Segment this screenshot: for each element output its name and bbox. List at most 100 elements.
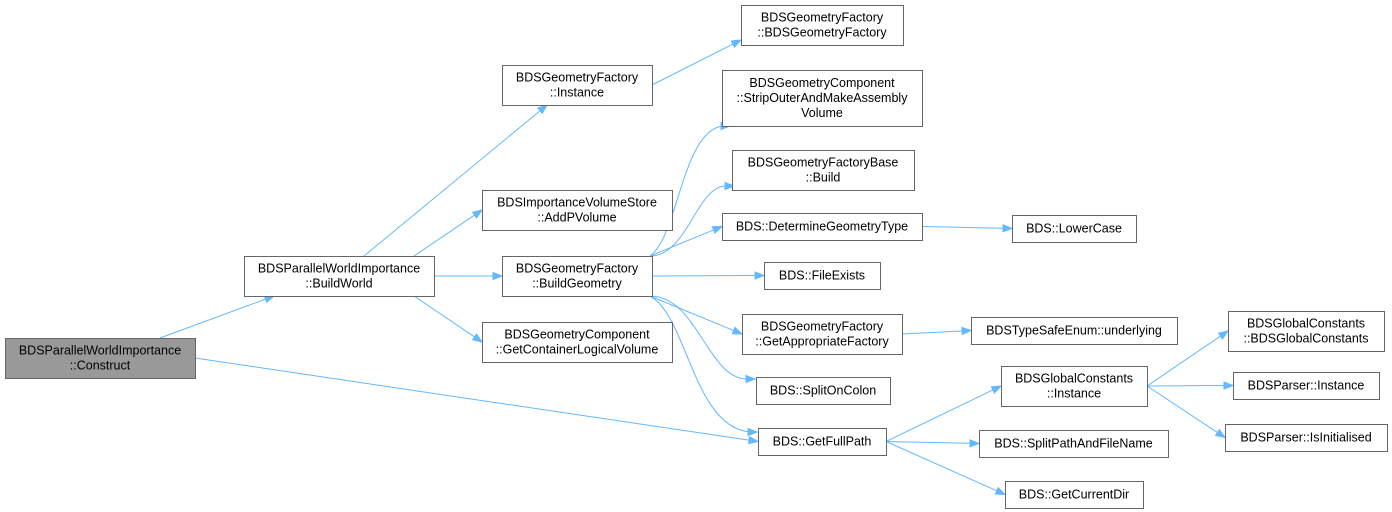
edge-arrowhead xyxy=(990,385,1003,394)
node-lowercase[interactable]: BDS::LowerCase xyxy=(1012,215,1137,243)
node-gc_instance[interactable]: BDSGlobalConstants::Instance xyxy=(1001,366,1148,407)
node-stripouter[interactable]: BDSGeometryComponent::StripOuterAndMakeA… xyxy=(722,70,923,127)
node-splitcolon[interactable]: BDS::SplitOnColon xyxy=(756,377,891,405)
edge-buildgeometry-to-determine xyxy=(649,229,714,257)
node-box xyxy=(244,256,435,297)
node-gfb_build[interactable]: BDSGeometryFactoryBase::Build xyxy=(732,150,915,191)
node-label: BDSGeometryFactory xyxy=(761,320,884,334)
node-label: ::BuildGeometry xyxy=(532,277,622,291)
edge-arrowhead xyxy=(1217,330,1230,340)
edge-arrowhead xyxy=(969,439,981,448)
node-determine[interactable]: BDS::DetermineGeometryType xyxy=(722,213,923,241)
node-label: ::Instance xyxy=(550,86,604,100)
node-label: BDS::SplitOnColon xyxy=(770,384,876,398)
nodes-layer: BDSParallelWorldImportance::ConstructBDS… xyxy=(5,5,1388,509)
node-label: BDSGeometryComponent xyxy=(504,328,650,342)
edge-buildworld-to-gf_instance xyxy=(363,110,541,257)
node-label: BDSImportanceVolumeStore xyxy=(497,196,657,210)
node-label: BDS::FileExists xyxy=(779,269,865,283)
node-label: ::BDSGeometryFactory xyxy=(757,26,887,40)
edge-arrowhead xyxy=(492,271,504,281)
node-label: BDSParser::Instance xyxy=(1248,379,1365,393)
edge-arrowhead xyxy=(745,374,757,384)
edge-arrowhead xyxy=(1223,381,1235,390)
edge-construct-to-getfullpath xyxy=(194,357,750,441)
edge-arrowhead xyxy=(724,181,736,191)
node-label: ::Instance xyxy=(1047,387,1101,401)
edge-determine-to-lowercase xyxy=(921,226,1004,229)
edge-arrowhead xyxy=(1002,224,1014,233)
node-construct[interactable]: BDSParallelWorldImportance::Construct xyxy=(5,338,196,379)
node-box xyxy=(758,428,887,456)
node-box xyxy=(1001,366,1148,407)
node-label: ::Build xyxy=(806,171,841,185)
node-label: ::StripOuterAndMakeAssembly xyxy=(737,91,909,105)
node-label: BDSGlobalConstants xyxy=(1247,317,1365,331)
node-label: BDSGlobalConstants xyxy=(1015,372,1133,386)
node-label: ::GetAppropriateFactory xyxy=(755,335,889,349)
node-box xyxy=(482,322,673,363)
edge-buildgeometry-to-gfb_build xyxy=(649,185,727,257)
node-box xyxy=(742,314,903,355)
node-box xyxy=(502,65,653,106)
node-box xyxy=(502,256,653,297)
edge-buildgeometry-to-getappropriate xyxy=(649,295,734,332)
node-box xyxy=(756,377,891,405)
node-gf_ctor[interactable]: BDSGeometryFactory::BDSGeometryFactory xyxy=(741,5,904,46)
node-label: ::BuildWorld xyxy=(305,277,372,291)
edge-arrowhead xyxy=(471,209,484,219)
node-box xyxy=(1225,424,1388,452)
edge-arrowhead xyxy=(747,435,760,445)
node-parser_init[interactable]: BDSParser::IsInitialised xyxy=(1225,424,1388,452)
node-box xyxy=(722,70,923,127)
node-parser_instance[interactable]: BDSParser::Instance xyxy=(1233,372,1380,400)
node-label: ::AddPVolume xyxy=(537,211,616,225)
edge-buildworld-to-getcontainer xyxy=(413,295,475,338)
node-box xyxy=(1005,481,1144,509)
node-label: BDS::DetermineGeometryType xyxy=(736,220,908,234)
edge-gf_instance-to-gf_ctor xyxy=(651,43,734,86)
edge-arrowhead xyxy=(731,326,744,335)
node-box xyxy=(5,338,196,379)
node-getcontainer[interactable]: BDSGeometryComponent::GetContainerLogica… xyxy=(482,322,673,363)
node-box xyxy=(482,190,673,231)
edge-getfullpath-to-currentdir xyxy=(885,441,997,492)
node-buildworld[interactable]: BDSParallelWorldImportance::BuildWorld xyxy=(244,256,435,297)
node-buildgeometry[interactable]: BDSGeometryFactory::BuildGeometry xyxy=(502,256,653,297)
node-label: BDSParallelWorldImportance xyxy=(258,262,420,276)
node-box xyxy=(1012,215,1137,243)
node-getfullpath[interactable]: BDS::GetFullPath xyxy=(758,428,887,456)
edge-arrowhead xyxy=(994,486,1007,496)
node-label: BDS::GetCurrentDir xyxy=(1019,488,1129,502)
node-underlying[interactable]: BDSTypeSafeEnum::underlying xyxy=(971,317,1178,345)
edge-construct-to-buildworld xyxy=(159,298,266,339)
edge-arrowhead xyxy=(747,427,759,437)
node-splitpath[interactable]: BDS::SplitPathAndFileName xyxy=(979,430,1169,458)
edge-buildgeometry-to-getfullpath xyxy=(649,295,750,433)
node-label: BDSParallelWorldImportance xyxy=(19,344,181,358)
edge-buildgeometry-to-stripouter xyxy=(649,125,723,257)
edge-buildworld-to-addpvolume xyxy=(413,214,475,257)
node-box xyxy=(979,430,1169,458)
node-gc_ctor[interactable]: BDSGlobalConstants::BDSGlobalConstants xyxy=(1228,311,1385,352)
edge-arrowhead xyxy=(471,333,484,343)
node-label: BDSTypeSafeEnum::underlying xyxy=(986,324,1162,338)
node-label: BDSGeometryComponent xyxy=(749,76,895,90)
node-getappropriate[interactable]: BDSGeometryFactory::GetAppropriateFactor… xyxy=(742,314,903,355)
node-label: BDSGeometryFactory xyxy=(516,262,639,276)
node-fileexists[interactable]: BDS::FileExists xyxy=(764,262,881,290)
node-gf_instance[interactable]: BDSGeometryFactory::Instance xyxy=(502,65,653,106)
node-label: ::Construct xyxy=(70,359,131,373)
node-currentdir[interactable]: BDS::GetCurrentDir xyxy=(1005,481,1144,509)
edge-getfullpath-to-gc_instance xyxy=(885,389,994,442)
node-label: BDSGeometryFactory xyxy=(516,71,639,85)
node-label: BDSGeometryFactory xyxy=(761,11,884,25)
edge-arrowhead xyxy=(536,104,549,115)
edge-buildgeometry-to-splitcolon xyxy=(649,295,748,380)
edge-getfullpath-to-splitpath xyxy=(885,441,971,444)
node-addpvolume[interactable]: BDSImportanceVolumeStore::AddPVolume xyxy=(482,190,673,231)
edge-getappropriate-to-underlying xyxy=(901,330,963,335)
edge-arrowhead xyxy=(754,271,766,280)
node-label: BDSParser::IsInitialised xyxy=(1240,431,1371,445)
